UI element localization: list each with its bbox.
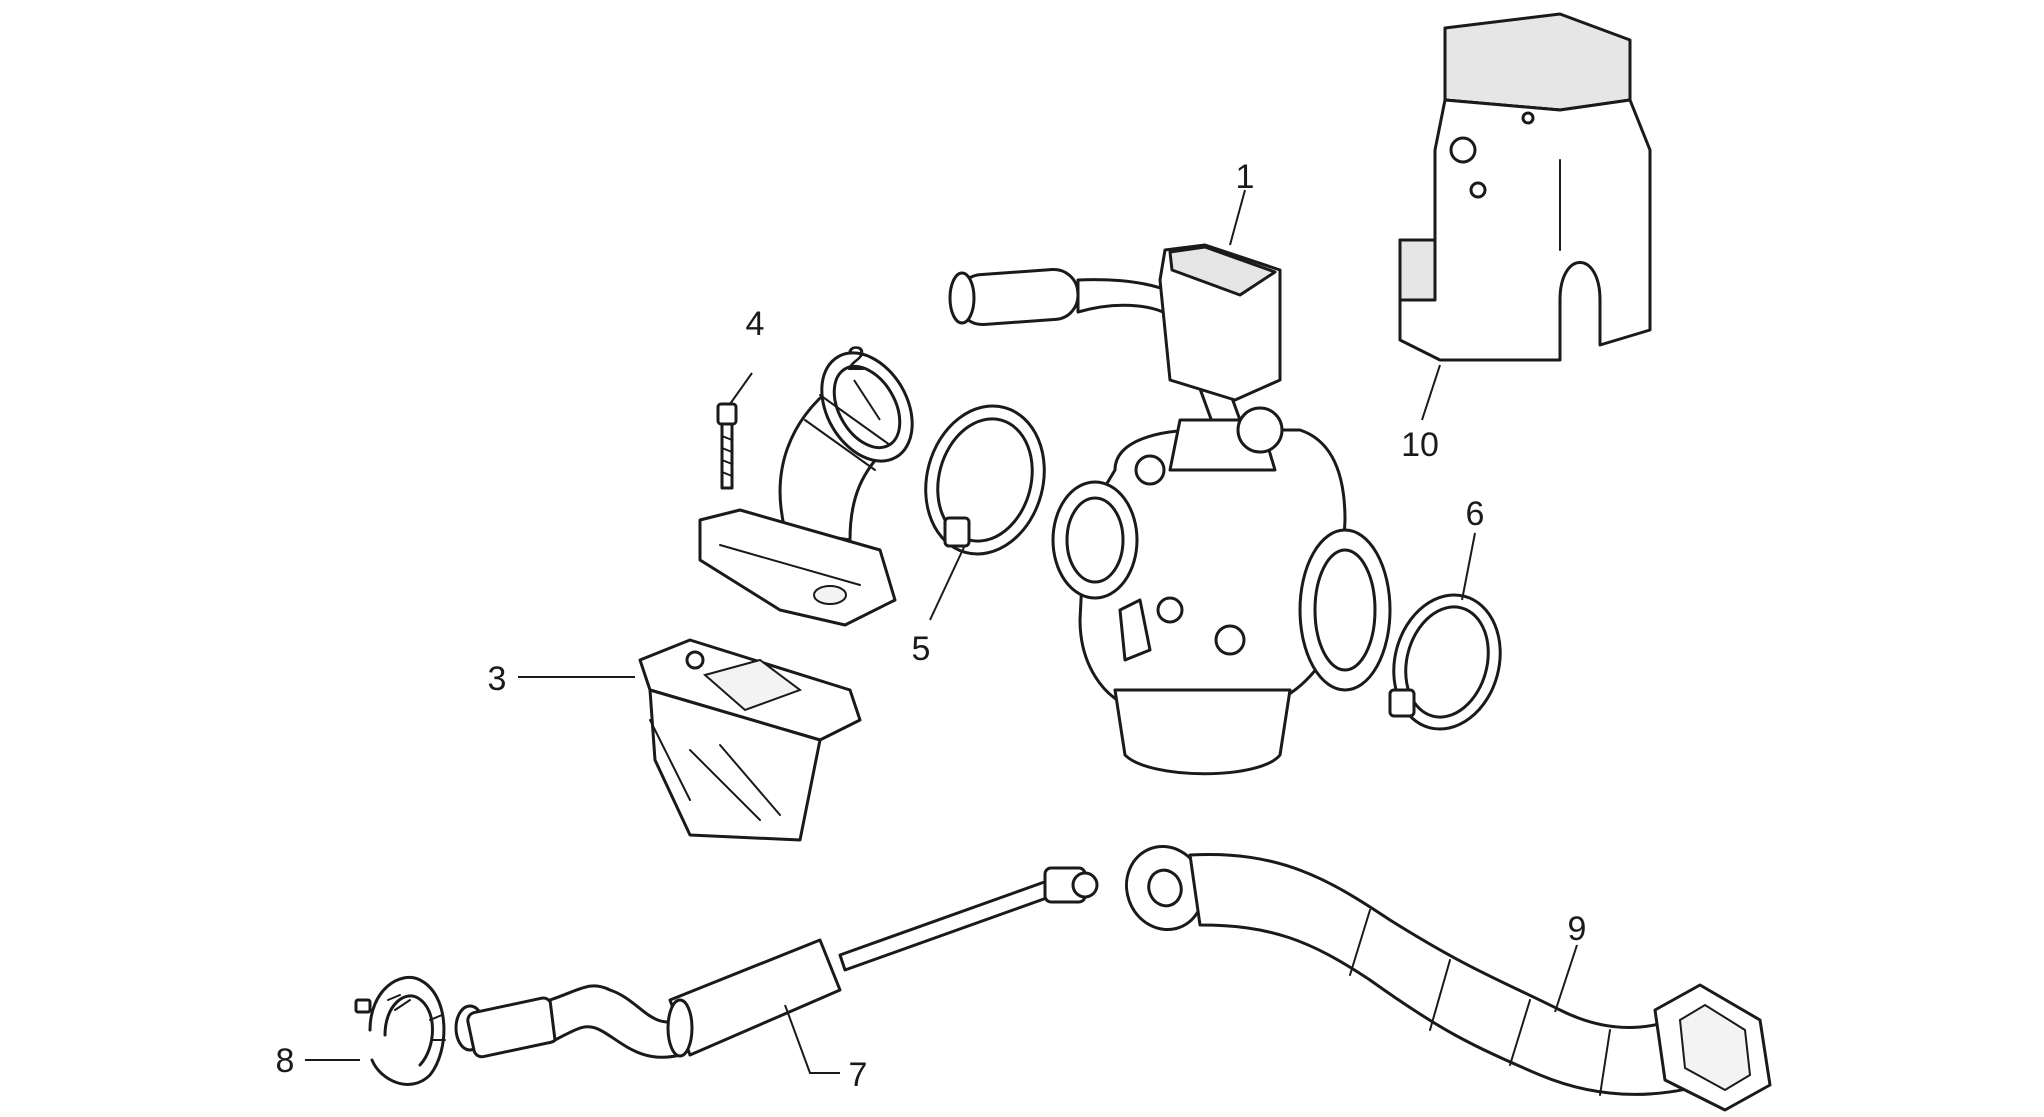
- part-9-air-hose: [1125, 844, 1772, 1112]
- callout-9: 9: [1568, 910, 1587, 948]
- callout-1: 1: [1236, 158, 1255, 196]
- callout-6: 6: [1466, 495, 1485, 533]
- callout-7: 7: [849, 1056, 868, 1094]
- part-7-choke-tube: [454, 866, 1099, 1059]
- part-10-cover: [1398, 12, 1652, 362]
- callout-8: 8: [276, 1042, 295, 1080]
- part-6-hose-clamp: [1388, 593, 1502, 731]
- part-4-bolt: [716, 402, 738, 490]
- callout-10: 10: [1401, 426, 1439, 464]
- leader-lines: [305, 189, 1578, 1074]
- callout-labels: 1 2 3 4 5 6 7 8 9 10: [276, 158, 1587, 1094]
- part-8-clip: [354, 976, 446, 1086]
- callout-2: 2: [847, 340, 866, 378]
- callout-3: 3: [488, 660, 507, 698]
- callout-4: 4: [746, 305, 765, 343]
- callout-5: 5: [912, 630, 931, 668]
- part-3-reed-valve: [638, 638, 862, 842]
- part-5-hose-clamp: [924, 404, 1046, 556]
- part-2-inlet-manifold: [698, 351, 914, 627]
- part-1-carburettor: [948, 243, 1392, 776]
